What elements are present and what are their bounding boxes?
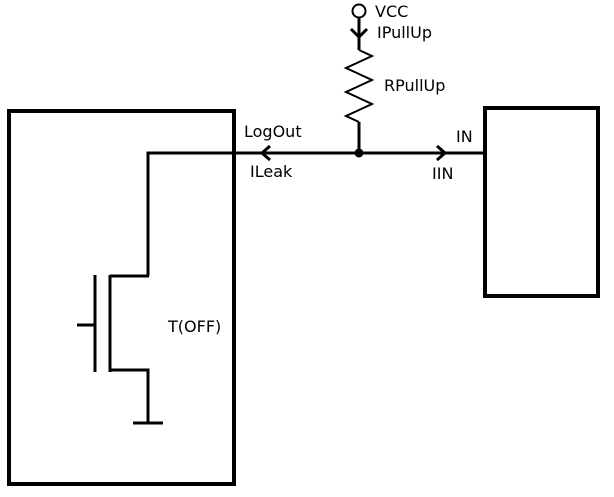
input-pin-label: IN: [456, 127, 473, 146]
signal-wire: [146, 151, 485, 276]
pullup-resistor-label: RPullUp: [384, 76, 445, 95]
transistor-label: T(OFF): [167, 317, 221, 336]
output-pin-label: LogOut: [244, 122, 302, 141]
input-current-label: IIN: [432, 164, 453, 183]
leak-current-label: ILeak: [250, 162, 293, 181]
pullup-current-label: IPullUp: [377, 23, 432, 42]
leak-current-arrow-icon: [259, 144, 271, 162]
pullup-current-arrow-icon: [349, 27, 369, 40]
receiver-block: [483, 106, 600, 298]
driver-block: [7, 109, 236, 486]
vcc-terminal-icon: [351, 3, 367, 19]
transistor-source: [110, 368, 150, 423]
pullup-resistor-icon: [343, 49, 375, 123]
vcc-label: VCC: [375, 2, 408, 21]
input-current-arrow-icon: [436, 144, 448, 162]
